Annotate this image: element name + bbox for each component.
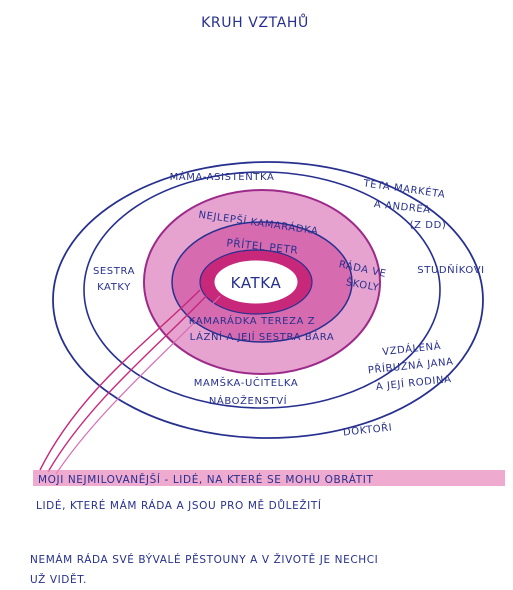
center-core bbox=[213, 259, 299, 305]
label-teta-marketa: TETA MARKÉTA bbox=[362, 176, 446, 200]
diagram-title: KRUH VZTAHŮ bbox=[201, 13, 309, 31]
label-kamaradka-tereza: KAMARÁDKA TEREZA Z bbox=[189, 314, 315, 327]
center-label: KATKA bbox=[231, 274, 282, 292]
label-vzdalena: VZDÁLENÁ bbox=[382, 339, 442, 358]
legend-highlight bbox=[33, 470, 505, 486]
legend-nejmilovanejsi: MOJI NEJMILOVANĚJŠÍ - LIDÉ, NA KTERÉ SE … bbox=[38, 473, 373, 486]
legend-dulezity: LIDÉ, KTERÉ MÁM RÁDA A JSOU PRO MĚ DŮLEŽ… bbox=[36, 499, 322, 512]
label-lazni-sestra-bara: LÁZNÍ A JEJÍ SESTRA BÁRA bbox=[190, 330, 335, 343]
outer-circle bbox=[52, 161, 484, 439]
swoosh-line-1 bbox=[39, 289, 201, 471]
label-a-andrea: A ANDREA bbox=[373, 199, 431, 216]
note-line-1: NEMÁM RÁDA SVÉ BÝVALÉ PĚSTOUNY A V ŽIVOT… bbox=[30, 553, 378, 566]
label-jeji-rodina: A JEJÍ RODINA bbox=[375, 372, 452, 393]
label-mamska-ucitelka: MAMŠKA-UČITELKA bbox=[194, 376, 299, 389]
label-katky: KATKY bbox=[97, 282, 131, 293]
label-studnickovi: STUDŇÍKOVI bbox=[417, 263, 484, 276]
label-nabozenstvi: NÁBOŽENSTVÍ bbox=[209, 394, 287, 407]
note-line-2: UŽ VIDĚT. bbox=[30, 573, 87, 586]
label-mama-asistentka: MÁMA-ASISTENTKA bbox=[170, 170, 275, 183]
swoosh-line-2 bbox=[47, 291, 211, 473]
label-pribuzna-jana: PŘÍBUZNÁ JANA bbox=[367, 355, 454, 377]
second-circle bbox=[83, 171, 441, 409]
label-sestra: SESTRA bbox=[93, 266, 135, 277]
swoosh-line-3 bbox=[55, 295, 221, 475]
label-z-dd: (Z DD) bbox=[410, 220, 447, 231]
